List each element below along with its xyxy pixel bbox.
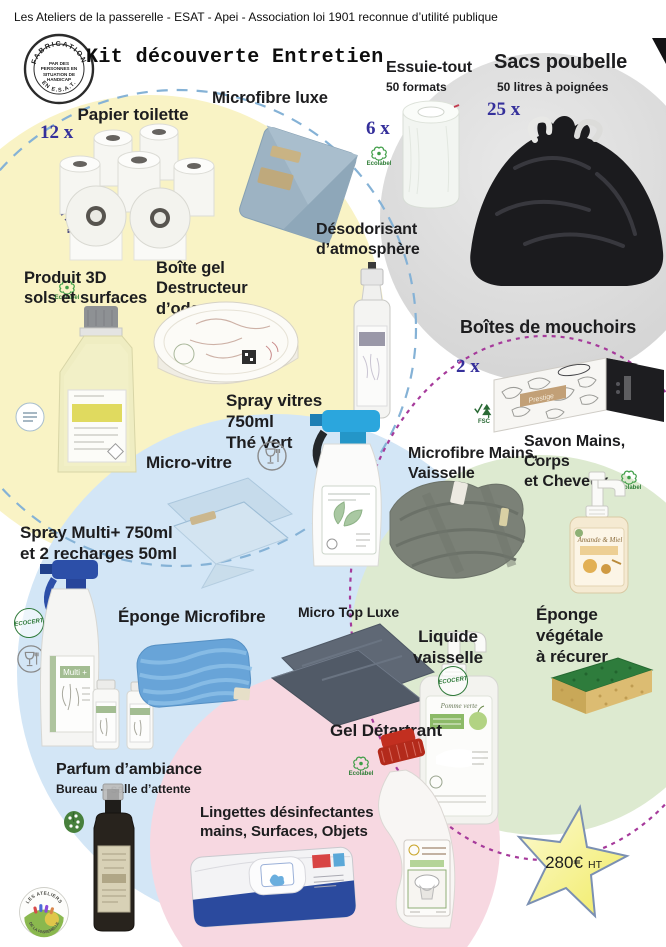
stamp-center-text: PAR DES PERSONNES EN SITUATION DE HANDIC… xyxy=(40,61,78,83)
sacs-poubelle-count: 25 x xyxy=(487,99,521,120)
muguet-flower-icon xyxy=(64,811,84,833)
price-suffix: HT xyxy=(588,859,603,871)
ecolabel-badge-savon: Ecolabel xyxy=(612,470,646,491)
spray-vitres-label: Spray vitres 750ml Thé Vert xyxy=(226,390,371,453)
sacs-poubelle-image xyxy=(470,115,664,286)
essuie-tout-count: 6 x xyxy=(366,118,390,139)
savon-brand-text: Amande & Miel xyxy=(577,536,623,544)
eponge-vegetale-label: Éponge végétale à récurer xyxy=(536,604,666,667)
papier-toilette-count: 12 x xyxy=(40,122,74,143)
eponge-microfibre-image xyxy=(136,638,253,708)
page-title: Kit découverte Entretien xyxy=(86,46,384,69)
papier-toilette-image xyxy=(59,123,215,261)
desodorisant-label: Désodorisant d’atmosphère xyxy=(316,220,451,260)
les-ateliers-passerelle-logo: LES ATELIERS DE LA PASSERELLE xyxy=(19,887,69,938)
produit-3d-image xyxy=(57,306,137,473)
essuie-tout-label: Essuie-tout xyxy=(386,59,473,76)
multi-plus-brand-text: Multi + xyxy=(63,668,87,677)
savon-label-line1: Savon Mains, Corps xyxy=(524,433,626,470)
ecolabel-text: Ecolabel xyxy=(616,485,642,491)
prestige-brand-text: Prestige xyxy=(528,393,555,405)
certification-badge xyxy=(15,402,45,432)
ecolabel-text: Ecolabel xyxy=(54,295,80,301)
ecolabel-flower-icon xyxy=(371,146,387,161)
liquide-vaisselle-label-line1: Liquide xyxy=(418,627,478,646)
ecolabel-badge-essuie: Ecolabel xyxy=(362,146,396,167)
spray-vitres-label-line2: Thé Vert xyxy=(226,433,293,453)
micro-top-luxe-label: Micro Top Luxe xyxy=(298,604,400,620)
savon-label: Savon Mains, Corps et Cheveux xyxy=(524,432,666,491)
fsc-badge: FSC xyxy=(470,402,498,425)
mouchoirs-count: 2 x xyxy=(456,356,480,377)
desodorisant-label-line1: Désodorisant xyxy=(316,221,418,238)
price-amount: 280€ xyxy=(545,853,583,872)
ecolabel-badge-papier: Ecolabel xyxy=(50,280,84,301)
essuie-tout-image xyxy=(402,100,460,209)
mouchoirs-image: Prestige xyxy=(493,357,664,433)
micro-top-luxe-image xyxy=(270,623,435,727)
ecolabel-flower-icon xyxy=(59,280,75,295)
micro-vitre-image xyxy=(167,477,293,589)
produit-3d-label: Produit 3D sols et surfaces xyxy=(24,268,174,309)
desodorisant-image xyxy=(353,262,391,419)
lingettes-label: Lingettes désinfectantes mains, Surfaces… xyxy=(200,804,385,841)
spray-multi-label: Spray Multi+ 750ml et 2 recharges 50ml xyxy=(20,522,200,564)
savon-image: Amande & Miel xyxy=(569,471,629,594)
lingettes-label-line1: Lingettes désinfectantes xyxy=(200,804,374,821)
sacs-poubelle-sublabel: 50 litres à poignées xyxy=(497,80,609,94)
organization-line: Les Ateliers de la passerelle - ESAT - A… xyxy=(14,10,498,24)
gel-detartrant-image xyxy=(377,728,456,929)
lingettes-image xyxy=(190,846,357,928)
fsc-text: FSC xyxy=(478,419,490,425)
microfibre-mains-label-line2: Vaisselle xyxy=(408,464,475,482)
lingettes-label-line2: mains, Surfaces, Objets xyxy=(200,822,368,840)
parfum-image xyxy=(93,783,135,932)
liquide-vaisselle-label-line2: vaisselle xyxy=(413,648,483,668)
eponge-vegetale-label-line1: Éponge végétale xyxy=(536,605,604,646)
microfibre-mains-label: Microfibre Mains, Vaisselle xyxy=(408,444,538,484)
microfibre-mains-label-line1: Microfibre Mains, xyxy=(408,445,538,462)
boite-gel-image xyxy=(153,301,299,385)
price-star: 280€ HT xyxy=(516,804,630,919)
eponge-microfibre-label: Éponge Microfibre xyxy=(118,607,266,626)
micro-vitre-label: Micro-vitre xyxy=(146,453,232,472)
fsc-tree-icon xyxy=(474,403,492,418)
liquide-brand-text: Pomme verte xyxy=(440,702,478,710)
microfibre-luxe-image xyxy=(239,125,358,245)
eponge-vegetale-label-line2: à récurer xyxy=(536,647,608,667)
ecolabel-badge-gel: Ecolabel xyxy=(344,756,378,777)
spray-vitres-label-line1: Spray vitres 750ml xyxy=(226,391,323,432)
parfum-label: Parfum d’ambiance xyxy=(56,761,202,778)
mouchoirs-label: Boîtes de mouchoirs xyxy=(460,317,637,337)
ecolabel-flower-icon xyxy=(621,470,637,485)
sacs-poubelle-label: Sacs poubelle xyxy=(494,51,628,73)
eponge-vegetale-image xyxy=(550,657,654,714)
spray-multi-image: Multi + xyxy=(39,560,100,747)
food-contact-glass-icon xyxy=(257,441,287,471)
spray-multi-label-line2: et 2 recharges 50ml xyxy=(20,544,177,564)
microfibre-mains-image xyxy=(389,480,526,579)
desodorisant-label-line2: d’atmosphère xyxy=(316,240,420,258)
savon-label-line2: et Cheveux xyxy=(524,472,609,490)
produit-3d-label-line2: sols et surfaces xyxy=(24,289,148,308)
produit-3d-label-line1: Produit 3D xyxy=(24,269,107,287)
essuie-tout-sublabel: 50 formats xyxy=(386,80,447,94)
liquide-vaisselle-label: Liquide vaisselle xyxy=(408,626,488,668)
spray-vitres-image xyxy=(310,410,382,567)
spray-multi-label-line1: Spray Multi+ 750ml xyxy=(20,523,173,542)
microfibre-luxe-label: Microfibre luxe xyxy=(212,89,328,107)
ecolabel-text: Ecolabel xyxy=(348,771,374,777)
boite-gel-label-line1: Boîte gel xyxy=(156,259,225,277)
handicap-fabrication-stamp: FABRICATION EN E.S.A.T. xyxy=(23,33,95,105)
papier-toilette-label: Papier toilette xyxy=(77,105,189,124)
ecolabel-text: Ecolabel xyxy=(366,161,392,167)
ecolabel-flower-icon xyxy=(353,756,369,771)
